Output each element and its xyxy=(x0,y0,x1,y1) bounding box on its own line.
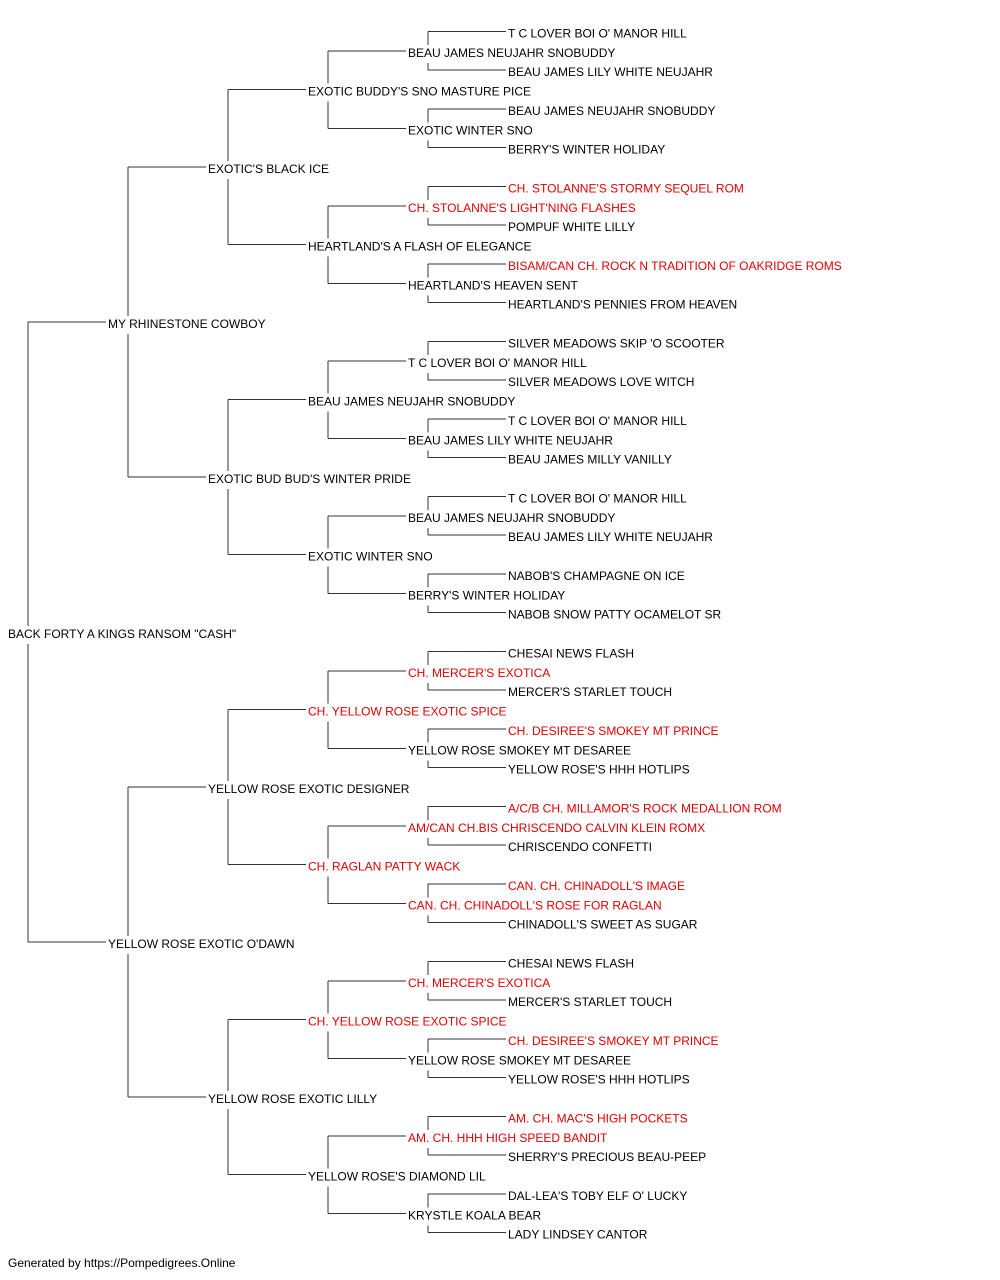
gg-grandparent-sire-name: BEAU JAMES NEUJAHR SNOBUDDY xyxy=(408,46,615,60)
great-grandparent-sire-name: BEAU JAMES NEUJAHR SNOBUDDY xyxy=(308,395,515,409)
undefined-sire-name: T C LOVER BOI O' MANOR HILL xyxy=(508,491,687,505)
gg-grandparent-sire-name: AM/CAN CH.BIS CHRISCENDO CALVIN KLEIN RO… xyxy=(408,821,705,835)
undefined-dam-name: POMPUF WHITE LILLY xyxy=(508,220,635,234)
undefined-sire-name: CAN. CH. CHINADOLL'S IMAGE xyxy=(508,879,685,893)
undefined-dam-name: BEAU JAMES LILY WHITE NEUJAHR xyxy=(508,530,713,544)
parent-sire-name: MY RHINESTONE COWBOY xyxy=(108,317,266,331)
undefined-sire-name: AM. CH. MAC'S HIGH POCKETS xyxy=(508,1111,688,1125)
undefined-dam-name: MERCER'S STARLET TOUCH xyxy=(508,685,672,699)
undefined-sire-name: T C LOVER BOI O' MANOR HILL xyxy=(508,26,687,40)
great-grandparent-sire-name: CH. YELLOW ROSE EXOTIC SPICE xyxy=(308,1015,507,1029)
great-grandparent-dam-name: YELLOW ROSE'S DIAMOND LIL xyxy=(308,1170,486,1184)
gg-grandparent-sire-name: T C LOVER BOI O' MANOR HILL xyxy=(408,356,587,370)
undefined-dam-name: LADY LINDSEY CANTOR xyxy=(508,1228,648,1242)
subject-name: BACK FORTY A KINGS RANSOM "CASH" xyxy=(8,627,236,641)
great-grandparent-dam-name: HEARTLAND'S A FLASH OF ELEGANCE xyxy=(308,240,531,254)
grandparent-sire-name: YELLOW ROSE EXOTIC DESIGNER xyxy=(208,782,410,796)
undefined-sire-name: A/C/B CH. MILLAMOR'S ROCK MEDALLION ROM xyxy=(508,801,782,815)
undefined-dam-name: SILVER MEADOWS LOVE WITCH xyxy=(508,375,694,389)
gg-grandparent-dam-name: BERRY'S WINTER HOLIDAY xyxy=(408,588,565,602)
undefined-dam-name: HEARTLAND'S PENNIES FROM HEAVEN xyxy=(508,298,737,312)
undefined-dam-name: BERRY'S WINTER HOLIDAY xyxy=(508,143,665,157)
undefined-dam-name: YELLOW ROSE'S HHH HOTLIPS xyxy=(508,763,690,777)
undefined-dam-name: NABOB SNOW PATTY OCAMELOT SR xyxy=(508,608,721,622)
great-grandparent-sire-name: CH. YELLOW ROSE EXOTIC SPICE xyxy=(308,705,507,719)
gg-grandparent-sire-name: AM. CH. HHH HIGH SPEED BANDIT xyxy=(408,1131,608,1145)
parent-dam-name: YELLOW ROSE EXOTIC O'DAWN xyxy=(108,937,295,951)
undefined-dam-name: CHRISCENDO CONFETTI xyxy=(508,840,652,854)
undefined-sire-name: CH. STOLANNE'S STORMY SEQUEL ROM xyxy=(508,181,744,195)
undefined-sire-name: T C LOVER BOI O' MANOR HILL xyxy=(508,414,687,428)
undefined-sire-name: CHESAI NEWS FLASH xyxy=(508,646,634,660)
great-grandparent-sire-name: EXOTIC BUDDY'S SNO MASTURE PICE xyxy=(308,85,531,99)
gg-grandparent-dam-name: EXOTIC WINTER SNO xyxy=(408,123,533,137)
undefined-sire-name: CH. DESIREE'S SMOKEY MT PRINCE xyxy=(508,724,719,738)
grandparent-sire-name: EXOTIC'S BLACK ICE xyxy=(208,162,329,176)
grandparent-dam-name: EXOTIC BUD BUD'S WINTER PRIDE xyxy=(208,472,411,486)
undefined-sire-name: BISAM/CAN CH. ROCK N TRADITION OF OAKRID… xyxy=(508,259,842,273)
undefined-dam-name: CHINADOLL'S SWEET AS SUGAR xyxy=(508,918,698,932)
gg-grandparent-dam-name: YELLOW ROSE SMOKEY MT DESAREE xyxy=(408,743,631,757)
undefined-sire-name: DAL-LEA'S TOBY ELF O' LUCKY xyxy=(508,1189,687,1203)
gg-grandparent-dam-name: YELLOW ROSE SMOKEY MT DESAREE xyxy=(408,1053,631,1067)
gg-grandparent-sire-name: CH. MERCER'S EXOTICA xyxy=(408,666,550,680)
gg-grandparent-dam-name: KRYSTLE KOALA BEAR xyxy=(408,1208,542,1222)
grandparent-dam-name: YELLOW ROSE EXOTIC LILLY xyxy=(208,1092,377,1106)
undefined-dam-name: BEAU JAMES MILLY VANILLY xyxy=(508,453,672,467)
footer-credit: Generated by https://Pompedigrees.Online xyxy=(8,1256,236,1270)
undefined-sire-name: CH. DESIREE'S SMOKEY MT PRINCE xyxy=(508,1034,719,1048)
undefined-dam-name: BEAU JAMES LILY WHITE NEUJAHR xyxy=(508,65,713,79)
great-grandparent-dam-name: EXOTIC WINTER SNO xyxy=(308,550,433,564)
undefined-dam-name: MERCER'S STARLET TOUCH xyxy=(508,995,672,1009)
undefined-sire-name: NABOB'S CHAMPAGNE ON ICE xyxy=(508,569,685,583)
undefined-dam-name: SHERRY'S PRECIOUS BEAU-PEEP xyxy=(508,1150,706,1164)
gg-grandparent-dam-name: HEARTLAND'S HEAVEN SENT xyxy=(408,278,579,292)
gg-grandparent-sire-name: BEAU JAMES NEUJAHR SNOBUDDY xyxy=(408,511,615,525)
undefined-sire-name: SILVER MEADOWS SKIP 'O SCOOTER xyxy=(508,336,725,350)
gg-grandparent-sire-name: CH. STOLANNE'S LIGHT'NING FLASHES xyxy=(408,201,636,215)
gg-grandparent-sire-name: CH. MERCER'S EXOTICA xyxy=(408,976,550,990)
undefined-dam-name: YELLOW ROSE'S HHH HOTLIPS xyxy=(508,1073,690,1087)
undefined-sire-name: CHESAI NEWS FLASH xyxy=(508,956,634,970)
great-grandparent-dam-name: CH. RAGLAN PATTY WACK xyxy=(308,860,460,874)
gg-grandparent-dam-name: CAN. CH. CHINADOLL'S ROSE FOR RAGLAN xyxy=(408,898,662,912)
gg-grandparent-dam-name: BEAU JAMES LILY WHITE NEUJAHR xyxy=(408,433,613,447)
undefined-sire-name: BEAU JAMES NEUJAHR SNOBUDDY xyxy=(508,104,715,118)
